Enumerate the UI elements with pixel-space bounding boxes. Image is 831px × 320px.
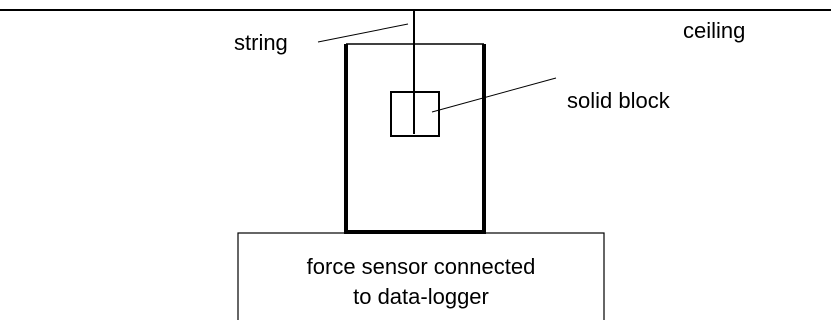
force-sensor-label: force sensor connected to data-logger (238, 252, 604, 312)
ceiling-label: ceiling (683, 18, 746, 43)
force-sensor-label-line2: to data-logger (353, 284, 489, 309)
solid-block-label: solid block (567, 88, 670, 113)
force-sensor-label-line1: force sensor connected (306, 254, 536, 279)
force-sensor-box (237, 232, 605, 320)
string-leader-line (317, 23, 409, 43)
block-leader-line (431, 77, 557, 113)
string-label: string (234, 30, 288, 55)
solid-block (390, 91, 440, 137)
